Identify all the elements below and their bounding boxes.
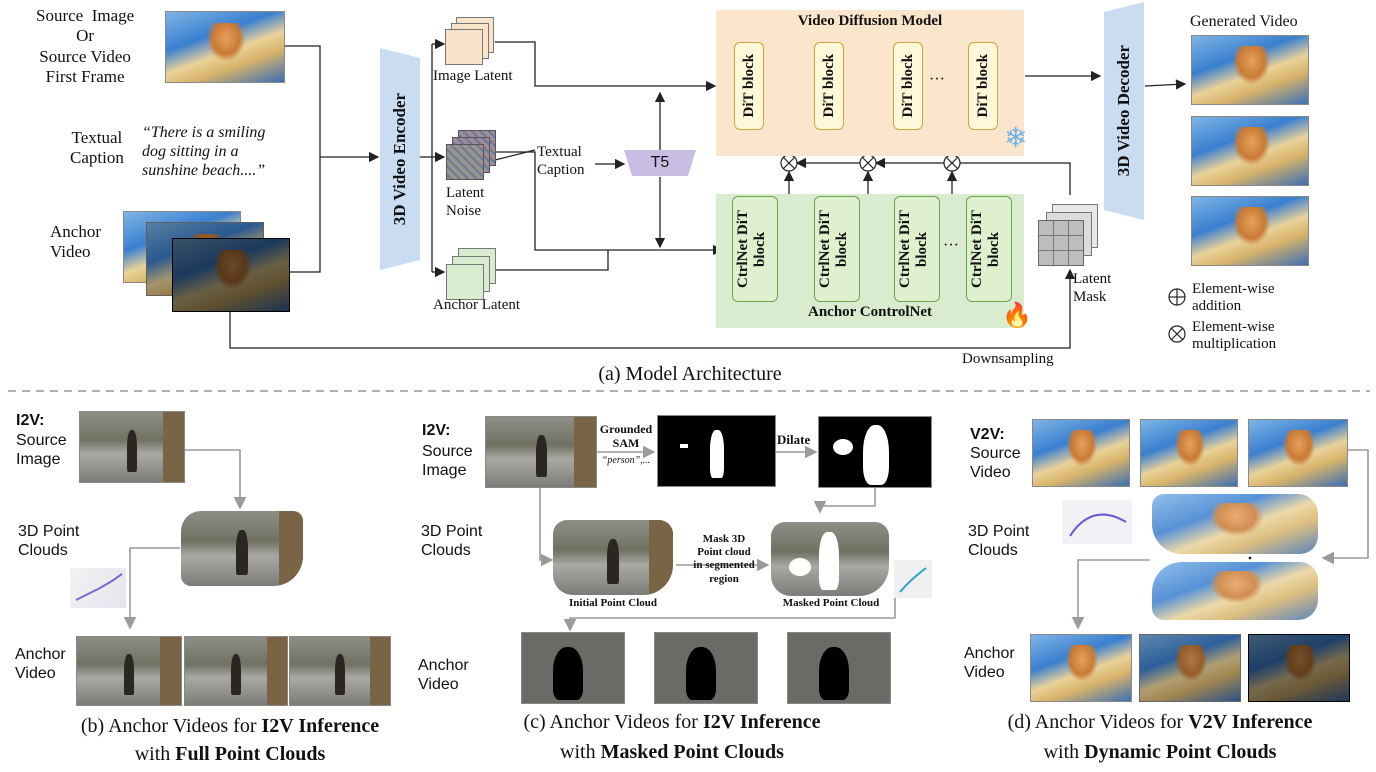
masked-point-cloud (771, 522, 889, 596)
segmentation-mask (657, 415, 776, 487)
ctrlnet-block-4: CtrlNet DiT block (966, 196, 1012, 302)
panel-c-i2v: I2V: (422, 422, 451, 439)
anchor-video-frame-3 (172, 238, 290, 312)
panel-c-trajectory-icon (894, 560, 932, 598)
dilated-mask (818, 416, 932, 488)
latent-mask-label: Latent Mask (1073, 271, 1112, 305)
panel-c-anchor-frame-1 (521, 632, 625, 704)
video-decoder: 3D Video Decoder (1104, 2, 1144, 220)
vdm-title: Video Diffusion Model (797, 13, 943, 29)
initial-point-cloud (553, 520, 673, 595)
ctrlnet-block-1: CtrlNet DiT block (732, 196, 778, 302)
panel-d-source-video: Source Video (970, 445, 1021, 482)
dit-block-2: DiT block (814, 42, 844, 130)
panel-b-anchor-frame-2 (184, 636, 288, 706)
panel-d-source-frame-3 (1248, 419, 1348, 487)
anchor-latent-label: Anchor Latent (433, 297, 521, 313)
dilate-label: Dilate (777, 432, 811, 447)
vdm-ellipsis: ··· (929, 71, 945, 88)
source-image-thumbnail (165, 11, 285, 83)
caption-a: (a) Model Architecture (598, 363, 782, 385)
source-image-label: Source Image Or Source Video First Frame (36, 6, 135, 87)
panel-d-anchor-frame-1 (1030, 634, 1132, 702)
fire-icon: 🔥 (1002, 303, 1032, 329)
panel-b-anchor-video: Anchor Video (15, 646, 66, 683)
panel-d-point-cloud-2 (1152, 562, 1318, 620)
dit-block-4: DiT block (968, 42, 998, 130)
panel-c-anchor-frame-3 (787, 632, 891, 704)
caption-b-line2: with Full Point Clouds (134, 743, 326, 765)
generated-frame-2 (1191, 116, 1309, 186)
panel-b-point-clouds: 3D Point Clouds (18, 523, 80, 560)
video-encoder-shape (380, 48, 420, 270)
panel-d-point-clouds: 3D Point Clouds (968, 523, 1030, 560)
textual-caption-input-label: Textual Caption (537, 144, 585, 178)
legend-multiplication: Element-wise multiplication (1192, 319, 1277, 353)
panel-b-trajectory-icon (70, 568, 126, 608)
snowflake-icon: ❄ (1004, 123, 1028, 154)
panel-d-source-frame-2 (1140, 419, 1238, 487)
anchor-video-label: Anchor Video (50, 222, 101, 262)
t5-shape (624, 150, 696, 176)
anchor-latent-icon (446, 264, 484, 300)
ctrlnet-block-3: CtrlNet DiT block (894, 196, 940, 302)
dit-block-3: DiT block (893, 42, 923, 130)
image-latent-icon (445, 29, 483, 65)
panel-c-anchor-video: Anchor Video (418, 657, 469, 694)
panel-d-trajectory-icon (1062, 500, 1132, 544)
generated-video-label: Generated Video (1190, 13, 1298, 30)
panel-b-anchor-frame-3 (289, 636, 391, 706)
video-encoder-label: 3D Video Encoder (390, 92, 409, 226)
caption-c-line1: (c) Anchor Videos for I2V Inference (523, 711, 821, 733)
t5-label: T5 (650, 154, 670, 171)
panel-d-point-cloud-1 (1152, 494, 1318, 554)
caption-c-line2: with Masked Point Clouds (560, 741, 784, 763)
panel-c-point-clouds: 3D Point Clouds (421, 523, 483, 560)
panel-d-source-frame-1 (1032, 419, 1130, 487)
initial-point-cloud-label: Initial Point Cloud (568, 597, 658, 609)
caption-d-line2: with Dynamic Point Clouds (1043, 741, 1277, 763)
dit-block-1: DiT block (734, 42, 764, 130)
panel-c-source-thumbnail (485, 416, 597, 488)
ctrlnet-block-2: CtrlNet DiT block (814, 196, 860, 302)
video-encoder: 3D Video Encoder (380, 48, 420, 270)
caption-text: “There is a smiling dog sitting in a sun… (142, 124, 266, 180)
panel-c-anchor-frame-2 (654, 632, 758, 704)
masked-point-cloud-label: Masked Point Cloud (782, 597, 880, 609)
panel-b-anchor-frame-1 (76, 636, 182, 706)
video-decoder-label: 3D Video Decoder (1114, 45, 1133, 177)
caption-d-line1: (d) Anchor Videos for V2V Inference (1007, 711, 1313, 733)
panel-d-anchor-video: Anchor Video (964, 645, 1015, 682)
generated-frame-3 (1191, 196, 1309, 266)
panel-b-source-thumbnail (79, 411, 185, 483)
latent-noise-label: Latent Noise (446, 185, 485, 219)
panel-b-source-image: Source Image (16, 432, 67, 469)
downsampling-label: Downsampling (962, 351, 1054, 367)
image-latent-label: Image Latent (433, 68, 513, 84)
legend-addition: Element-wise addition (1192, 281, 1275, 315)
generated-frame-1 (1191, 35, 1309, 105)
panel-d-v2v: V2V: (970, 426, 1005, 443)
mask-step-label: Mask 3D Point cloud in segmented region (693, 533, 755, 585)
person-prompt-label: “person”,... (601, 455, 651, 466)
panel-b-point-cloud (181, 511, 303, 586)
latent-mask-icon (1038, 220, 1084, 266)
panel-d-anchor-frame-3 (1248, 634, 1350, 702)
panel-d-anchor-frame-2 (1139, 634, 1241, 702)
caption-b-line1: (b) Anchor Videos for I2V Inference (80, 715, 380, 737)
grounded-sam-label: Grounded SAM (599, 422, 653, 450)
panel-c-source-image: Source Image (422, 443, 473, 480)
video-decoder-shape (1104, 2, 1144, 220)
ctrlnet-ellipsis: ··· (943, 237, 959, 254)
textual-caption-label: Textual Caption (70, 128, 124, 168)
controlnet-title: Anchor ControlNet (807, 304, 933, 320)
latent-noise-icon (446, 144, 484, 180)
panel-b-i2v: I2V: (16, 412, 45, 429)
